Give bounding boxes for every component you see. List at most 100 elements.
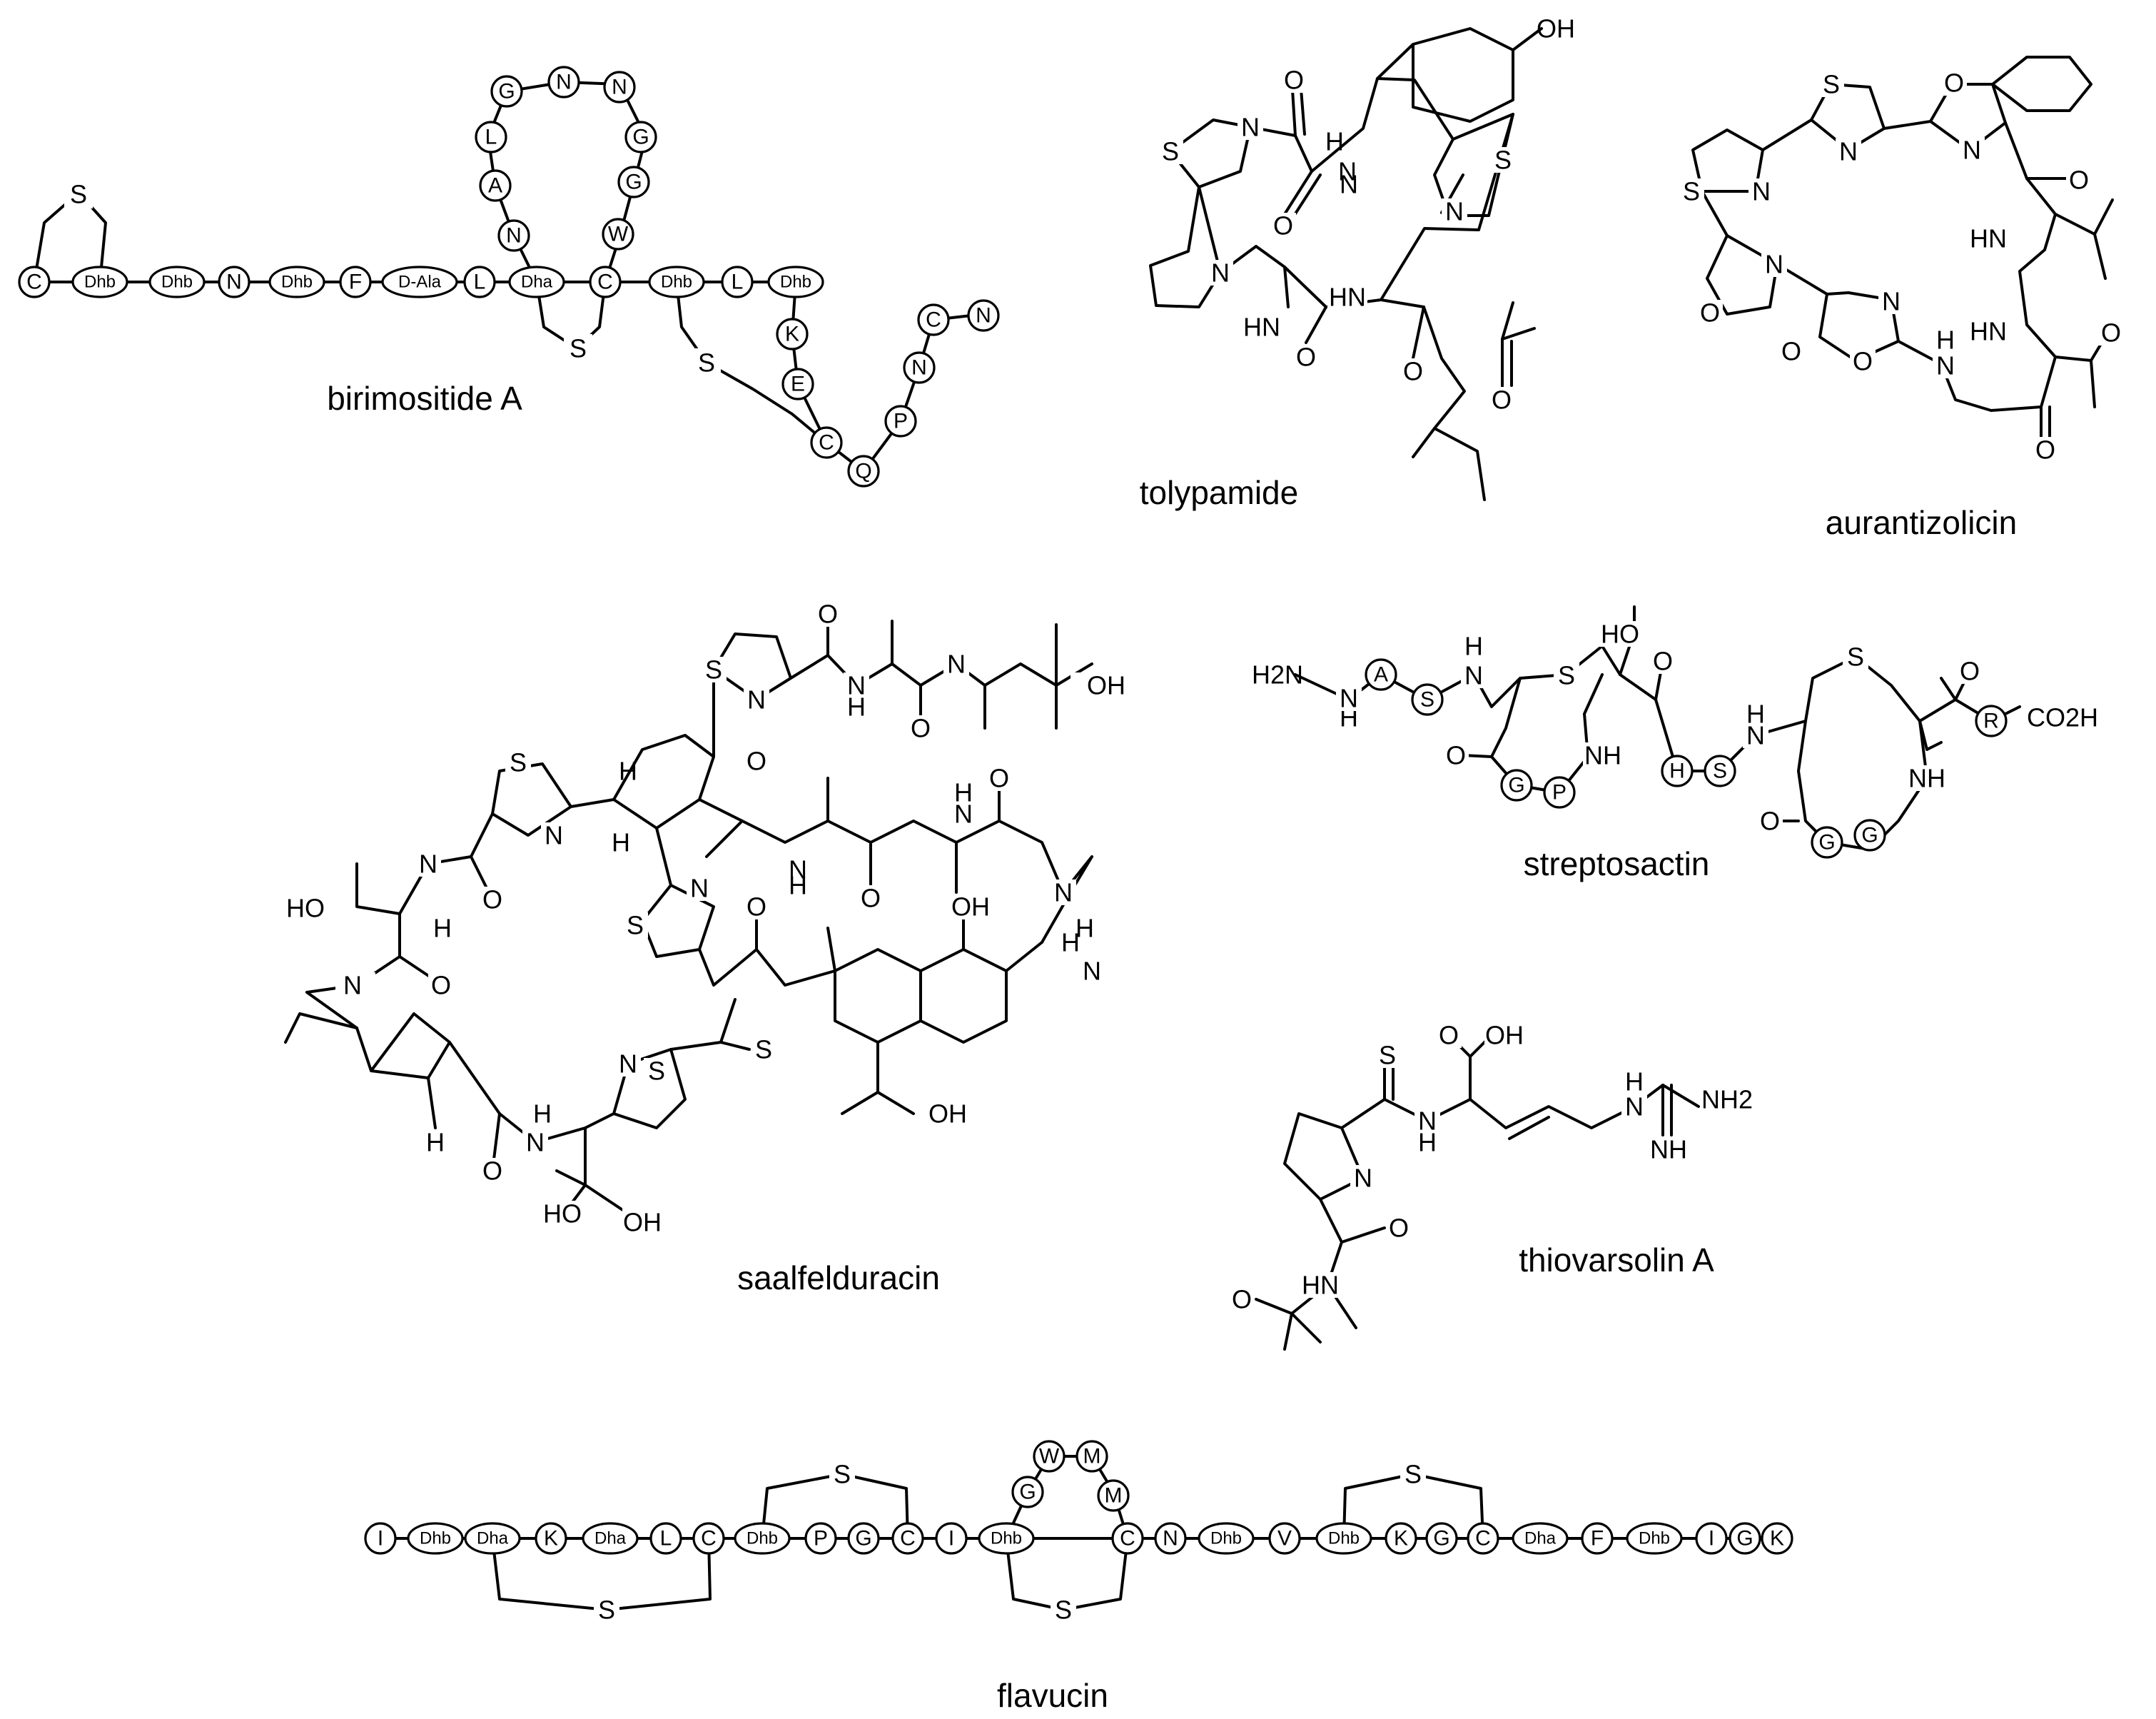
- flavucin-structure: I Dhb Dha K Dha L C Dhb P G C I Dhb C N …: [364, 1440, 1793, 1714]
- svg-text:F: F: [349, 271, 362, 294]
- atom-n: N: [1338, 157, 1357, 186]
- atom-s: S: [1823, 70, 1840, 99]
- svg-text:S: S: [1420, 688, 1434, 712]
- atom-o: O: [431, 971, 451, 1000]
- svg-text:C: C: [597, 271, 613, 294]
- svg-text:G: G: [1861, 824, 1878, 847]
- svg-text:Dhb: Dhb: [420, 1529, 451, 1548]
- atom-hn: HN: [1329, 283, 1366, 312]
- svg-text:G: G: [1433, 1527, 1449, 1551]
- svg-text:Dha: Dha: [1524, 1529, 1557, 1548]
- atom-o: O: [2035, 435, 2055, 465]
- atom-n: N: [947, 650, 966, 679]
- residue-g: G: [617, 166, 650, 198]
- atom-o: O: [1232, 1285, 1252, 1314]
- atom-o: O: [2101, 318, 2121, 348]
- svg-text:Dhb: Dhb: [1328, 1529, 1360, 1548]
- atom-o: O: [1781, 337, 1801, 366]
- residue-dhb: Dhb: [148, 266, 206, 298]
- residue-dhb: Dhb: [268, 266, 325, 298]
- atom-o: O: [1389, 1214, 1409, 1243]
- residue-k: K: [1761, 1522, 1793, 1555]
- svg-text:N: N: [911, 356, 927, 380]
- residue-s: S: [1704, 755, 1736, 787]
- thiovarsolin-atoms: S O OH N H N H NH2 NH N O HN O: [1229, 1021, 1753, 1314]
- svg-text:H: H: [1669, 760, 1685, 783]
- residue-a: A: [1365, 658, 1397, 691]
- residue-c: C: [589, 266, 622, 298]
- atom-nh2: NH2: [1701, 1085, 1753, 1114]
- atom-h: H: [1076, 914, 1094, 943]
- compound-name: aurantizolicin: [1826, 504, 2017, 541]
- atom-h: H: [954, 778, 973, 807]
- atom-n: N: [1083, 957, 1101, 986]
- atom-s: S: [598, 1596, 615, 1625]
- residue-i: I: [1695, 1522, 1728, 1555]
- residue-dha: Dha: [582, 1522, 639, 1555]
- atom-o: O: [989, 764, 1009, 793]
- svg-text:N: N: [976, 304, 991, 328]
- atom-s: S: [70, 180, 87, 209]
- atom-n: N: [1936, 351, 1955, 380]
- atom-s: S: [1494, 146, 1512, 175]
- svg-text:I: I: [1709, 1527, 1714, 1551]
- svg-text:W: W: [608, 223, 629, 246]
- residue-n: N: [603, 71, 636, 104]
- residue-h: H: [1661, 755, 1694, 787]
- atom-h: H: [426, 1128, 445, 1157]
- svg-text:C: C: [819, 431, 834, 455]
- atom-o: O: [1273, 211, 1293, 241]
- atom-o: O: [2069, 166, 2089, 195]
- residue-i: I: [935, 1522, 968, 1555]
- residue-dha: Dha: [1512, 1522, 1569, 1555]
- residue-n: N: [497, 219, 530, 252]
- birimositide-a-structure: C Dhb Dhb N Dhb F D-Ala L Dha C Dhb L Dh…: [18, 66, 1000, 488]
- atom-n: N: [1340, 684, 1358, 713]
- atom-s: S: [627, 911, 644, 940]
- atom-o: O: [1700, 298, 1720, 328]
- residue-dhb: Dhb: [1626, 1522, 1683, 1555]
- svg-text:R: R: [1983, 710, 1999, 733]
- residue-g: G: [1811, 826, 1843, 859]
- atom-s: S: [755, 1035, 772, 1064]
- atom-hn: N: [343, 971, 362, 1000]
- svg-text:Dhb: Dhb: [991, 1529, 1022, 1548]
- residue-l: L: [463, 266, 496, 298]
- atom-h: H: [433, 914, 452, 943]
- residue-dha: Dha: [508, 266, 565, 298]
- residue-n: N: [903, 351, 936, 384]
- streptosactin-structure: A S G P H S G G R H2N H N H N S HO O O N…: [1252, 605, 2098, 882]
- atom-ho: HO: [543, 1199, 582, 1229]
- atom-h: H: [1325, 127, 1344, 156]
- residue-l: L: [721, 266, 754, 298]
- atom-n: N: [1445, 197, 1464, 226]
- residue-e: E: [781, 368, 814, 400]
- atom-o: O: [861, 884, 881, 913]
- svg-text:W: W: [1039, 1445, 1060, 1468]
- residue-dhb: Dhb: [978, 1522, 1035, 1555]
- atom-h: H: [1746, 700, 1765, 729]
- svg-text:C: C: [26, 271, 42, 294]
- atom-hn: HN: [1243, 313, 1280, 342]
- atom-o: O: [482, 885, 502, 914]
- birimositide-loop: N A L G N N G G W: [475, 66, 657, 252]
- residue-g: G: [847, 1522, 880, 1555]
- atom-o: O: [1296, 343, 1316, 372]
- svg-text:Dhb: Dhb: [281, 273, 313, 292]
- atom-o: O: [1960, 657, 1980, 686]
- svg-text:K: K: [785, 323, 799, 346]
- svg-text:G: G: [1019, 1481, 1036, 1504]
- atom-n: N: [1752, 177, 1771, 206]
- atom-o: O: [1760, 807, 1780, 836]
- residue-n: N: [547, 66, 580, 99]
- residue-dhb: Dhb: [407, 1522, 464, 1555]
- atom-o: O: [1403, 357, 1423, 386]
- saalfelduracin-structure: S N O N H N O OH HO H N O S N H O N H O …: [284, 600, 1125, 1296]
- svg-text:K: K: [544, 1527, 558, 1551]
- residue-c: C: [917, 303, 950, 336]
- residue-s: S: [1411, 683, 1444, 716]
- compound-name: tolypamide: [1140, 474, 1298, 511]
- atom-n: N: [1340, 170, 1358, 199]
- atom-n: N: [1354, 1164, 1372, 1193]
- atom-o: O: [911, 714, 931, 743]
